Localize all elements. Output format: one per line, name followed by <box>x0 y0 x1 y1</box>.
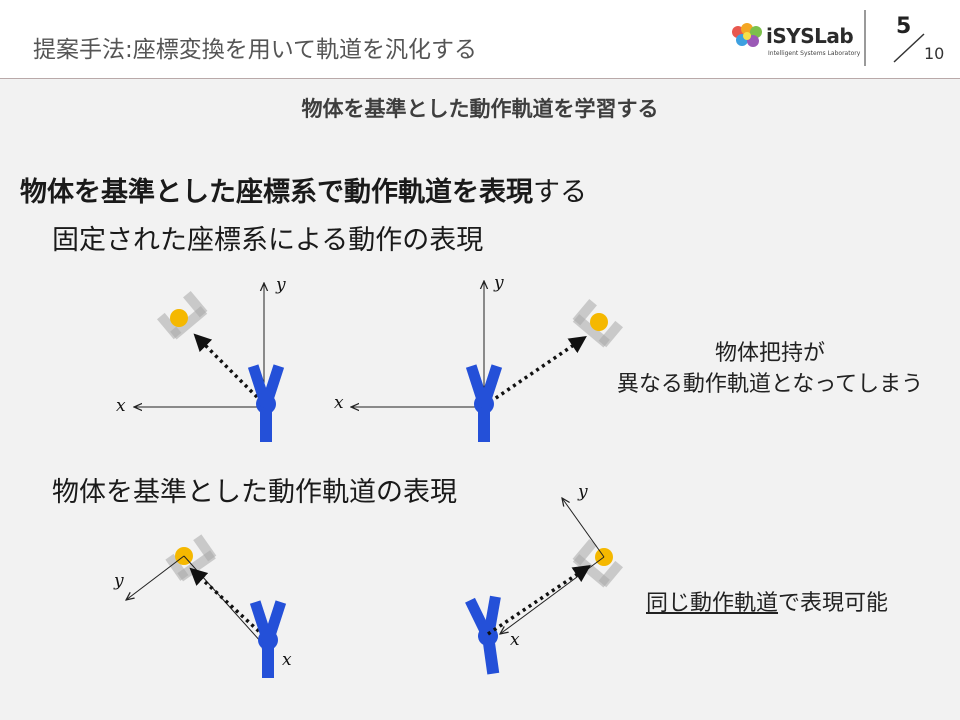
axis-label-x: x <box>116 396 126 416</box>
page-number-current: 5 <box>896 14 912 39</box>
axis-label-x: x <box>334 393 344 413</box>
note-underlined: 同じ動作軌道 <box>646 591 779 616</box>
trajectory-arrow <box>189 567 266 638</box>
header-bar: 提案手法:座標変換を用いて軌道を汎化する iSYSLab Intelligent… <box>0 0 960 79</box>
trajectory-arrow <box>487 565 591 636</box>
section-object-note: 同じ動作軌道で表現可能 <box>646 585 888 617</box>
axis-label-y: y <box>276 275 286 295</box>
note-line-1: 物体把持が <box>714 341 825 366</box>
gripper <box>247 364 285 442</box>
panel-object-left <box>126 534 287 678</box>
panel-fixed-left <box>134 283 285 442</box>
section-object-heading: 物体を基準とした動作軌道の表現 <box>52 477 457 508</box>
main-point-bold: 物体を基準とした座標系で動作軌道を表現 <box>20 177 533 208</box>
header-divider <box>864 10 866 66</box>
trajectory-arrow <box>193 333 264 404</box>
page-title: 提案手法:座標変換を用いて軌道を汎化する <box>33 37 478 63</box>
ghost-gripper <box>571 539 623 589</box>
gripper <box>464 594 512 677</box>
object-ball <box>590 313 608 331</box>
object-ball <box>170 309 188 327</box>
y-axis-arrow <box>126 555 185 600</box>
axis-label-y: y <box>578 482 588 502</box>
page-number-total: 10 <box>924 44 945 63</box>
main-point: 物体を基準とした座標系で動作軌道を表現する <box>20 170 587 209</box>
gripper <box>249 600 287 678</box>
axis-label-y: y <box>114 571 124 591</box>
logo-name: iSYSLab <box>766 24 854 48</box>
panel-object-right <box>464 498 623 677</box>
section-fixed-note: 物体把持が 異なる動作軌道となってしまう <box>580 338 960 400</box>
section-fixed-heading: 固定された座標系による動作の表現 <box>52 225 484 256</box>
note-rest: で表現可能 <box>778 591 889 616</box>
main-point-rest: する <box>533 177 587 208</box>
note-line-2: 異なる動作軌道となってしまう <box>616 372 924 397</box>
axis-label-x: x <box>510 630 520 650</box>
brain-logo-icon <box>732 23 762 47</box>
axis-label-x: x <box>282 650 292 670</box>
panel-fixed-right <box>351 281 623 442</box>
logo-subtitle: Intelligent Systems Laboratory <box>768 50 861 57</box>
trajectory-arrow <box>489 336 587 404</box>
y-axis-arrow <box>562 498 605 558</box>
slide-subtitle: 物体を基準とした動作軌道を学習する <box>301 97 659 121</box>
axis-label-y: y <box>494 273 504 293</box>
page-slash <box>893 33 925 63</box>
